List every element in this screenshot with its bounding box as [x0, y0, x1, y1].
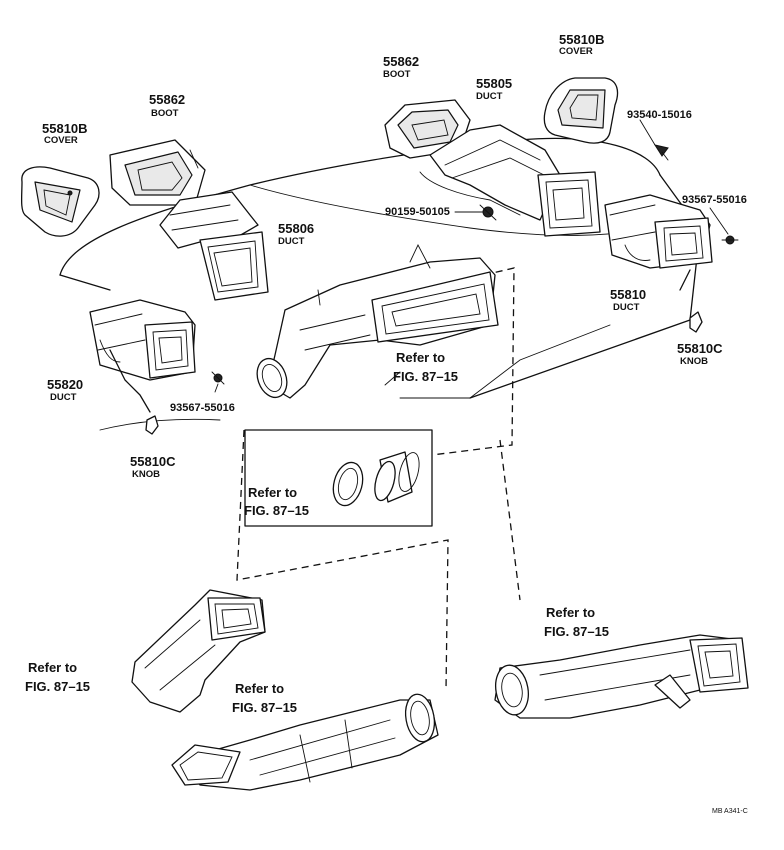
lower-left-duct-part [131, 589, 266, 713]
screw-top-right-number: 93540-15016 [627, 109, 692, 121]
duct-left-center-number: 55806 [278, 221, 314, 236]
duct-right-name: DUCT [613, 302, 640, 313]
cover-right-part [543, 77, 619, 144]
footer-code: MB A341-C [712, 808, 748, 815]
screw-top-right-part [653, 144, 669, 161]
knob-left-name: KNOB [132, 469, 160, 480]
ref-center-line1: Refer to [396, 350, 445, 365]
ref-lower-left-line2: FIG. 87–15 [25, 679, 90, 694]
ref-lower-right-line2: FIG. 87–15 [544, 624, 609, 639]
screw-left-part [211, 371, 225, 385]
duct-right-part [604, 194, 713, 291]
duct-left-part [89, 299, 196, 413]
connector-box [244, 429, 433, 527]
duct-left-center-part [159, 191, 269, 301]
lower-right-duct-part [494, 634, 749, 719]
ref-lower-center-line1: Refer to [235, 681, 284, 696]
clip-center-part [479, 204, 497, 221]
duct-left-name: DUCT [50, 392, 77, 403]
lower-center-duct-part [171, 693, 439, 791]
cover-left-name: COVER [44, 135, 78, 146]
ref-box-line1: Refer to [248, 485, 297, 500]
ref-lower-right-line1: Refer to [546, 605, 595, 620]
screw-right-number: 93567-55016 [682, 194, 747, 206]
knob-left-part [145, 415, 159, 435]
duct-right-number: 55810 [610, 287, 646, 302]
center-vent-part [256, 243, 499, 399]
cover-left-number: 55810B [42, 121, 88, 136]
knob-left-number: 55810C [130, 454, 176, 469]
ref-lower-left-line1: Refer to [28, 660, 77, 675]
duct-center-name: DUCT [476, 91, 503, 102]
ref-box-line2: FIG. 87–15 [244, 503, 309, 518]
duct-center-number: 55805 [476, 76, 512, 91]
knob-right-name: KNOB [680, 356, 708, 367]
cover-right-number: 55810B [559, 32, 605, 47]
dashed-leaders [236, 267, 521, 691]
screw-right-part [721, 235, 739, 245]
cover-right-name: COVER [559, 46, 593, 57]
cover-left-part [20, 166, 100, 237]
boot-left-part [109, 139, 206, 206]
clip-center-number: 90159-50105 [385, 206, 450, 218]
ref-center-line2: FIG. 87–15 [393, 369, 458, 384]
screw-left-number: 93567-55016 [170, 402, 235, 414]
boot-left-name: BOOT [151, 108, 179, 119]
boot-left-number: 55862 [149, 92, 185, 107]
leader-lines [214, 119, 729, 393]
boot-center-number: 55862 [383, 54, 419, 69]
instrument-panel-outline [59, 137, 701, 431]
duct-center-part [419, 124, 601, 237]
duct-left-number: 55820 [47, 377, 83, 392]
ref-lower-center-line2: FIG. 87–15 [232, 700, 297, 715]
knob-right-number: 55810C [677, 341, 723, 356]
knob-right-part [689, 311, 703, 333]
boot-center-name: BOOT [383, 69, 411, 80]
duct-left-center-name: DUCT [278, 236, 305, 247]
